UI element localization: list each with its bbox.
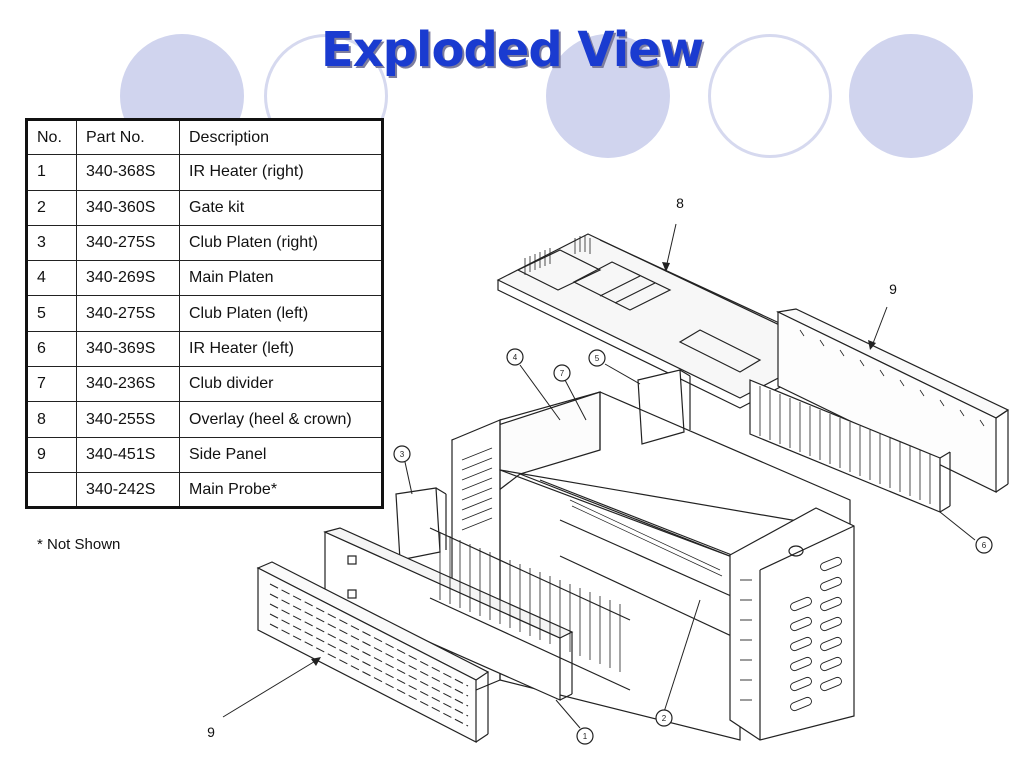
cell-no xyxy=(26,471,77,509)
cell-part-no: 340-269S xyxy=(76,260,180,297)
cell-part-no: 340-255S xyxy=(76,401,180,438)
club-platen-left xyxy=(637,369,691,445)
cell-no: 3 xyxy=(26,224,77,262)
callout-overlay: 8 xyxy=(676,195,684,211)
deco-circle-3 xyxy=(546,34,670,158)
deco-circle-5 xyxy=(849,34,973,158)
cell-description: Main Probe* xyxy=(179,471,383,509)
cell-description: IR Heater (right) xyxy=(179,154,383,191)
table-row: 7 340-236S Club divider xyxy=(26,366,383,403)
cell-description: Club Platen (left) xyxy=(179,295,383,332)
cell-no: 8 xyxy=(26,401,77,438)
bubble-7: 7 xyxy=(560,369,565,378)
cell-description: Overlay (heel & crown) xyxy=(179,401,383,438)
table-row: 1 340-368S IR Heater (right) xyxy=(26,154,383,191)
parts-table: No. Part No. Description 1 340-368S IR H… xyxy=(25,118,384,510)
header-description: Description xyxy=(179,118,383,156)
bubble-5: 5 xyxy=(595,354,600,363)
slide-title: Exploded View xyxy=(320,22,704,78)
cell-part-no: 340-360S xyxy=(76,189,180,226)
cell-part-no: 340-368S xyxy=(76,154,180,191)
table-row: 8 340-255S Overlay (heel & crown) xyxy=(26,401,383,438)
bubble-3: 3 xyxy=(400,450,405,459)
leader-lines xyxy=(222,223,976,729)
table-row: 2 340-360S Gate kit xyxy=(26,189,383,226)
cell-no: 4 xyxy=(26,260,77,297)
table-row: 340-242S Main Probe* xyxy=(26,471,383,509)
bubble-6: 6 xyxy=(982,541,987,550)
table-header-row: No. Part No. Description xyxy=(26,118,383,156)
cell-part-no: 340-275S xyxy=(76,295,180,332)
bubble-4: 4 xyxy=(513,353,518,362)
table-row: 6 340-369S IR Heater (left) xyxy=(26,330,383,368)
header-no: No. xyxy=(26,118,77,156)
side-panel-right xyxy=(776,308,1010,493)
cell-description: Gate kit xyxy=(179,189,383,226)
number-bubbles xyxy=(393,348,993,745)
cell-part-no: 340-451S xyxy=(76,436,180,473)
deco-circle-4 xyxy=(708,34,832,158)
cell-no: 9 xyxy=(26,436,77,473)
bubble-1: 1 xyxy=(583,732,588,741)
cell-part-no: 340-236S xyxy=(76,366,180,403)
cell-part-no: 340-242S xyxy=(76,471,180,509)
footnote: * Not Shown xyxy=(37,536,121,553)
header-part-no: Part No. xyxy=(76,118,180,156)
cell-no: 2 xyxy=(26,189,77,226)
side-panel-left xyxy=(256,561,490,743)
ir-heater-right xyxy=(323,527,631,701)
cell-no: 5 xyxy=(26,295,77,332)
cell-description: Side Panel xyxy=(179,436,383,473)
table-row: 4 340-269S Main Platen xyxy=(26,260,383,297)
cell-no: 1 xyxy=(26,154,77,191)
cell-part-no: 340-369S xyxy=(76,330,180,368)
bubble-2: 2 xyxy=(662,714,667,723)
cell-no: 6 xyxy=(26,330,77,368)
table-row: 9 340-451S Side Panel xyxy=(26,436,383,473)
table-row: 3 340-275S Club Platen (right) xyxy=(26,224,383,262)
callout-side-panel-left: 9 xyxy=(207,724,215,740)
cell-description: IR Heater (left) xyxy=(179,330,383,368)
cell-no: 7 xyxy=(26,366,77,403)
cell-description: Club Platen (right) xyxy=(179,224,383,262)
cell-description: Main Platen xyxy=(179,260,383,297)
callout-side-panel-right: 9 xyxy=(889,281,897,297)
cell-part-no: 340-275S xyxy=(76,224,180,262)
cell-description: Club divider xyxy=(179,366,383,403)
table-row: 5 340-275S Club Platen (left) xyxy=(26,295,383,332)
club-platen-right xyxy=(395,487,447,561)
